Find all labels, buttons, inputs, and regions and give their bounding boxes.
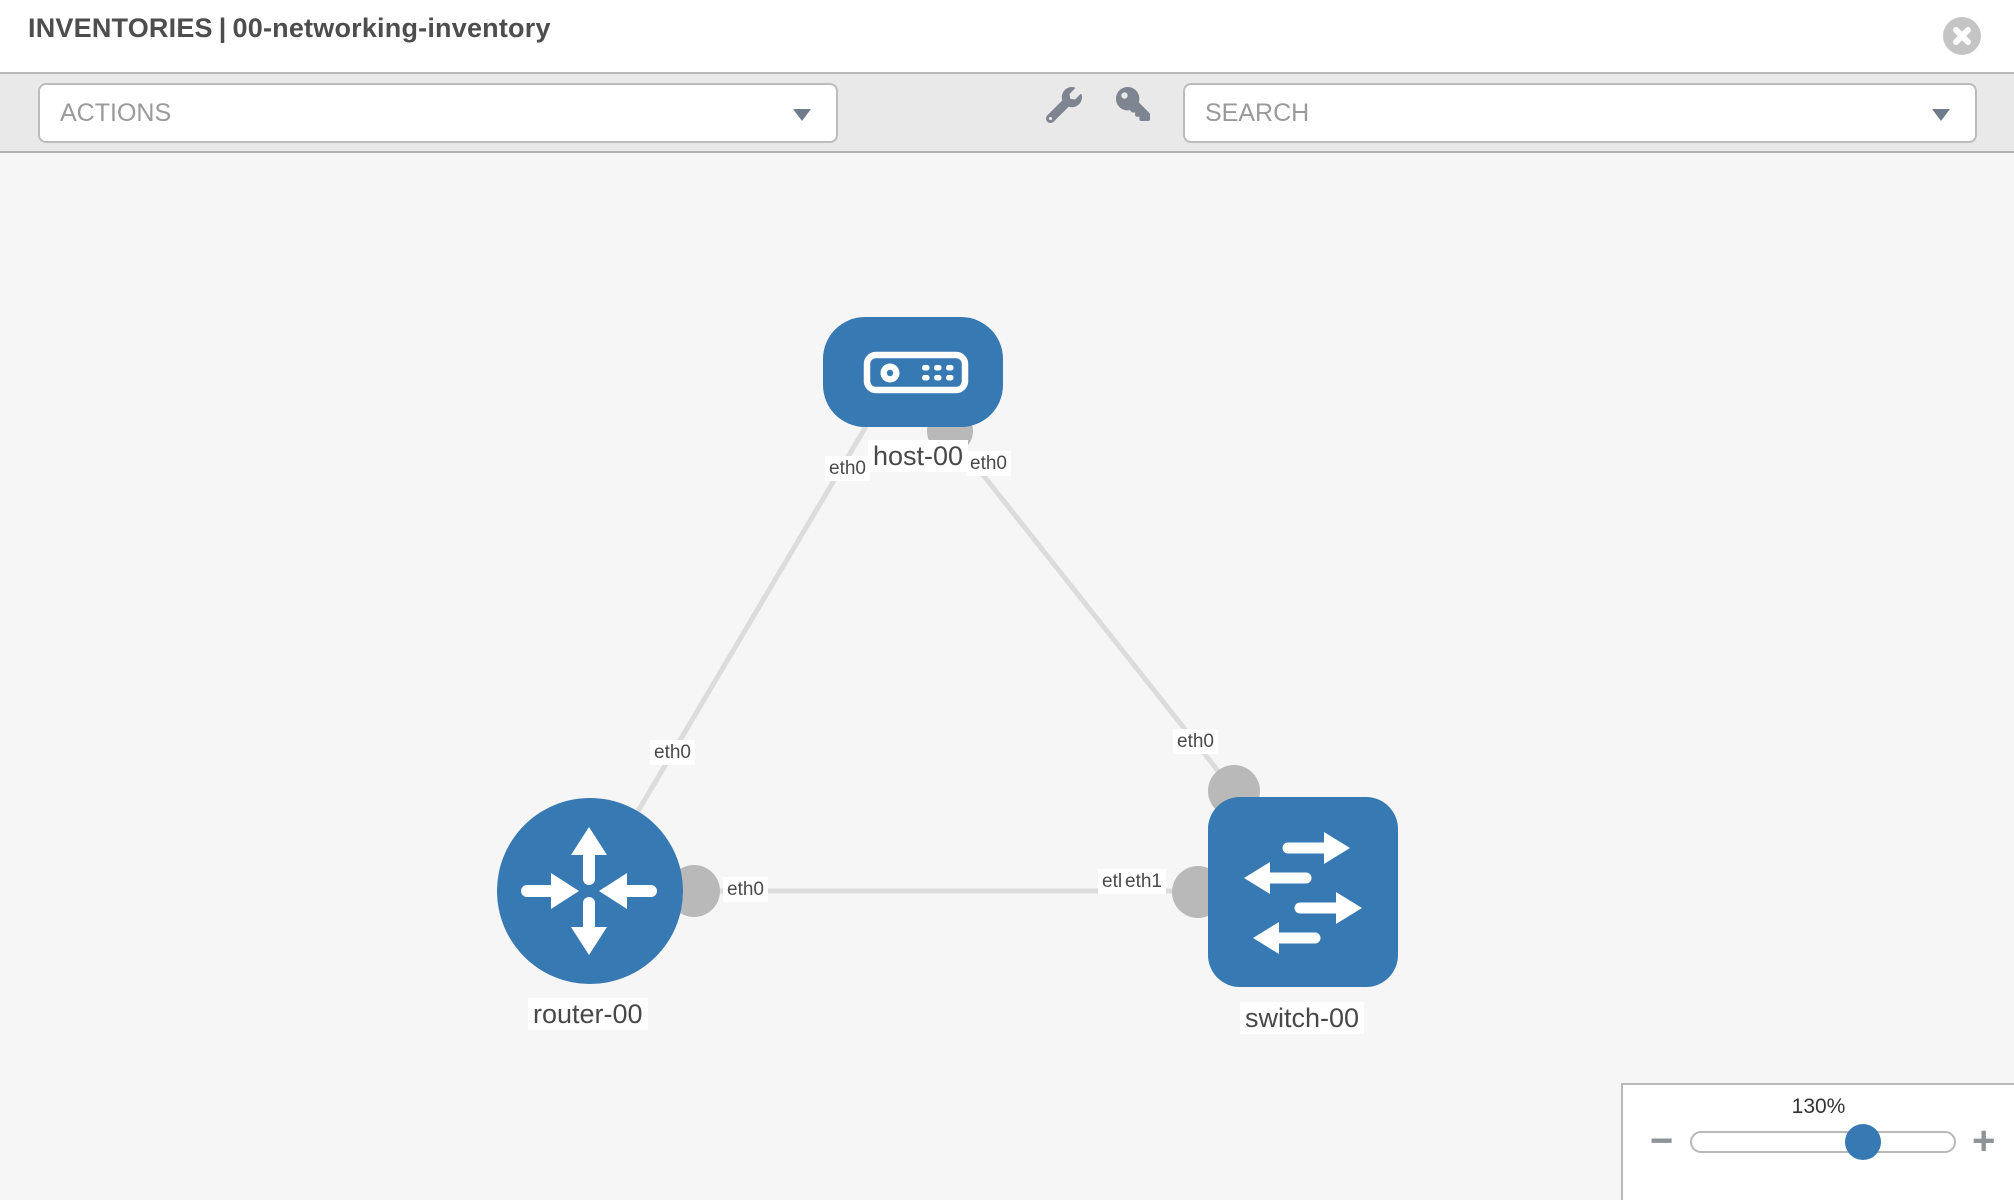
interface-label-host-left[interactable]: eth0 (825, 456, 870, 481)
key-icon[interactable] (1116, 87, 1154, 125)
interface-label-host-switch-link[interactable]: eth0 (1173, 729, 1218, 754)
switch-icon (1244, 832, 1362, 954)
chevron-down-icon (1932, 109, 1950, 121)
interface-label-host-right[interactable]: eth0 (966, 451, 1011, 476)
interface-label-switch-port-eth1[interactable]: eth1 (1121, 869, 1166, 894)
router-icon (521, 827, 657, 955)
actions-dropdown-label: ACTIONS (60, 99, 172, 127)
zoom-level: 130% (1791, 1095, 1846, 1118)
close-button[interactable] (1943, 17, 1981, 55)
zoom-slider-handle[interactable] (1845, 1124, 1881, 1160)
zoom-out-button[interactable]: − (1650, 1119, 1674, 1163)
breadcrumb-inventory-name: 00-networking-inventory (232, 13, 551, 43)
node-label-host[interactable]: host-00 (868, 440, 969, 472)
node-label-switch[interactable]: switch-00 (1240, 1002, 1365, 1034)
topology-canvas[interactable]: host-00 eth0 eth0 eth0 eth0 eth0 eth0 et… (0, 153, 2014, 1200)
wrench-icon[interactable] (1045, 87, 1084, 125)
node-host-00[interactable] (823, 317, 1003, 427)
link-host-router[interactable] (612, 421, 871, 852)
breadcrumb-separator: | (218, 13, 227, 43)
zoom-panel: 130% − + (1621, 1083, 2014, 1200)
chevron-down-icon (793, 109, 811, 121)
page-title: INVENTORIES|00-networking-inventory (28, 13, 557, 44)
toolbar: ACTIONS SEARCH (0, 72, 2014, 153)
interface-label-router-port[interactable]: eth0 (723, 877, 768, 902)
search-placeholder: SEARCH (1205, 99, 1310, 127)
node-switch-00[interactable] (1208, 797, 1398, 987)
interface-label-host-router-link[interactable]: eth0 (650, 740, 695, 765)
zoom-slider[interactable] (1690, 1124, 1956, 1160)
actions-dropdown[interactable]: ACTIONS (38, 83, 838, 143)
header: INVENTORIES|00-networking-inventory (0, 0, 2014, 72)
node-label-router[interactable]: router-00 (528, 998, 648, 1030)
node-router-00[interactable] (497, 798, 683, 984)
breadcrumb-section: INVENTORIES (28, 13, 213, 43)
search-dropdown[interactable]: SEARCH (1183, 83, 1977, 143)
host-icon (863, 351, 969, 394)
zoom-in-button[interactable]: + (1972, 1119, 1996, 1163)
